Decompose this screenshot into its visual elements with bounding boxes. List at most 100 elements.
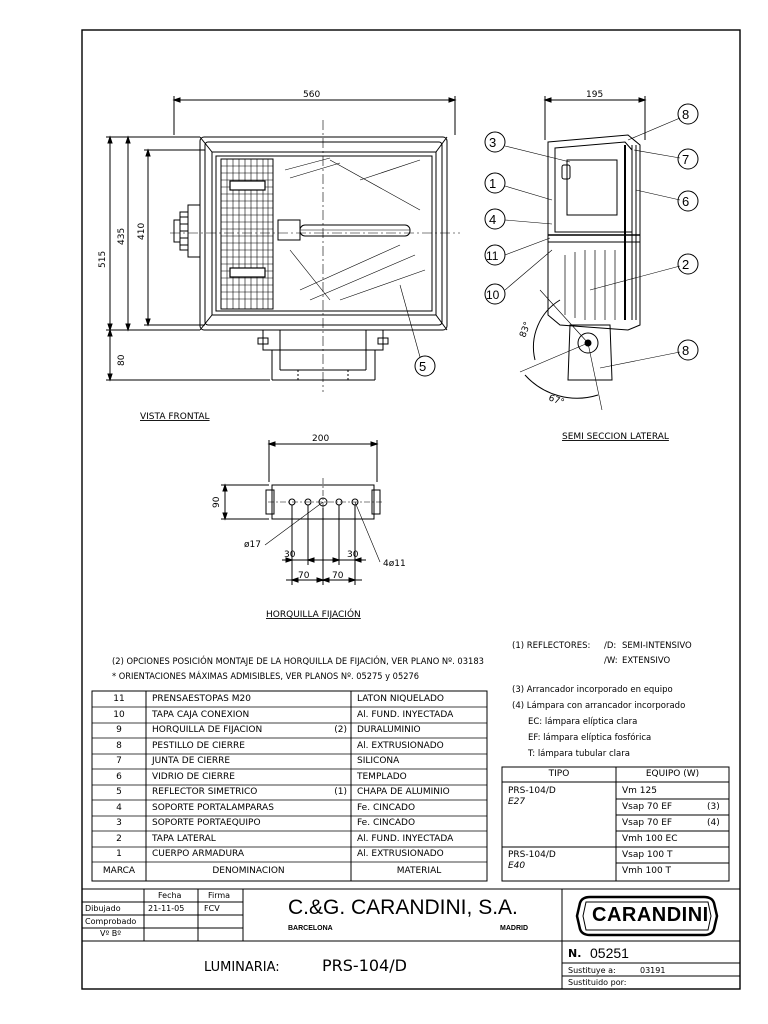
note-ec: EC: lámpara elíptica clara xyxy=(528,717,637,727)
notes: (2) OPCIONES POSICIÓN MONTAJE DE LA HORQ… xyxy=(112,641,692,759)
dim-67deg: 67° xyxy=(547,393,565,408)
reflector-d-code: /D: xyxy=(604,641,616,651)
cell-material: SILICONA xyxy=(357,756,400,766)
callout-8-bottom: 8 xyxy=(682,343,689,358)
note-2: (2) OPCIONES POSICIÓN MONTAJE DE LA HORQ… xyxy=(112,655,484,667)
view-title-side: SEMI SECCION LATERAL xyxy=(562,432,669,442)
note-3: (3) Arrancador incorporado en equipo xyxy=(512,685,673,695)
cell-denominacion: REFLECTOR SIMETRICO xyxy=(152,787,258,797)
cell-denominacion: JUNTA DE CIERRE xyxy=(152,756,231,766)
cell-marca: 6 xyxy=(116,772,122,782)
dim-4phi11: 4ø11 xyxy=(383,559,406,569)
reflector-d: SEMI-INTENSIVO xyxy=(622,641,692,651)
cell-marca: 10 xyxy=(113,710,125,720)
cell-material: LATON NIQUELADO xyxy=(357,694,444,704)
table-row: 5 REFLECTOR SIMETRICO (1) CHAPA DE ALUMINIO xyxy=(92,785,487,800)
tipo-table xyxy=(501,766,730,882)
header-material: MATERIAL xyxy=(396,866,442,876)
table-row: 4 SOPORTE PORTALAMPARAS Fe. CINCADO xyxy=(92,800,487,816)
cell-denominacion: PRENSAESTOPAS M20 xyxy=(152,694,251,704)
callout-5: 5 xyxy=(419,359,426,374)
cell-material: Fe. CINCADO xyxy=(357,803,416,813)
dim-200: 200 xyxy=(312,434,329,444)
tipo-name: PRS-104/D xyxy=(508,786,556,796)
table-row: 11 PRENSAESTOPAS M20 LATON NIQUELADO xyxy=(92,691,487,707)
cell-material: Al. FUND. INYECTADA xyxy=(357,710,454,720)
cell-marca: 11 xyxy=(113,694,125,704)
front-view: 560 515 435 410 80 xyxy=(98,90,460,422)
cell-material: Al. FUND. INYECTADA xyxy=(357,834,454,844)
cell-denominacion: CUERPO ARMADURA xyxy=(152,849,245,859)
equipo-value: Vm 125 xyxy=(622,786,657,796)
side-view: 195 83° 67° xyxy=(484,90,699,442)
dim-515: 515 xyxy=(98,251,108,268)
dim-phi17: ø17 xyxy=(244,540,261,550)
cell-material: DURALUMINIO xyxy=(357,725,421,735)
view-title-fork: HORQUILLA FIJACIÓN xyxy=(266,608,361,620)
fork-view: 200 90 ø17 4ø11 30 30 70 70 HORQUILLA FI… xyxy=(212,434,406,620)
cell-material: Al. EXTRUSIONADO xyxy=(357,741,444,751)
cell-nota: (2) xyxy=(334,725,347,735)
tipo-header: TIPO xyxy=(548,769,570,779)
cell-marca: 9 xyxy=(116,725,122,735)
callout-10: 10 xyxy=(486,288,500,302)
dim-410: 410 xyxy=(137,223,147,240)
cell-denominacion: HORQUILLA DE FIJACION xyxy=(152,725,263,735)
reflector-w-code: /W: xyxy=(604,656,618,666)
cell-marca: 4 xyxy=(116,803,122,813)
note-star: * ORIENTACIONES MÁXIMAS ADMISIBLES, VER … xyxy=(112,670,419,682)
cell-material: TEMPLADO xyxy=(357,772,407,782)
cell-denominacion: SOPORTE PORTAEQUIPO xyxy=(152,818,261,828)
title-block xyxy=(82,888,740,989)
dim-80: 80 xyxy=(117,354,127,366)
cell-material: CHAPA DE ALUMINIO xyxy=(357,787,450,797)
equipo-note: (3) xyxy=(707,802,720,812)
parts-table xyxy=(91,690,488,882)
header-marca: MARCA xyxy=(102,866,136,876)
tipo-socket: E40 xyxy=(508,861,526,871)
note-4: (4) Lámpara con arrancador incorporado xyxy=(512,701,685,711)
table-row: 1 CUERPO ARMADURA Al. EXTRUSIONADO xyxy=(92,847,487,862)
reflector-w: EXTENSIVO xyxy=(622,656,671,666)
dim-30-right: 30 xyxy=(347,550,359,560)
cell-marca: 5 xyxy=(116,787,122,797)
callout-11: 11 xyxy=(486,249,499,263)
callout-1: 1 xyxy=(489,176,496,191)
tipo-socket: E27 xyxy=(508,797,526,807)
cell-nota: (1) xyxy=(334,787,347,797)
parts-table-text: 11 PRENSAESTOPAS M20 LATON NIQUELADO 10 TAPA… xyxy=(92,691,487,881)
callout-7: 7 xyxy=(682,152,689,167)
cell-denominacion: VIDRIO DE CIERRE xyxy=(152,772,235,782)
cell-marca: 1 xyxy=(116,849,122,859)
dim-560: 560 xyxy=(303,90,320,100)
callout-3: 3 xyxy=(489,135,496,150)
callout-8-top: 8 xyxy=(682,107,689,122)
equipo-value: Vsap 70 EF xyxy=(622,802,673,812)
dim-30-left: 30 xyxy=(284,550,296,560)
equipo-value: Vmh 100 EC xyxy=(622,834,678,844)
table-row: 6 VIDRIO DE CIERRE TEMPLADO xyxy=(92,769,487,785)
note-ef: EF: lámpara elíptica fosfórica xyxy=(528,732,651,743)
sheet-border xyxy=(81,29,741,990)
callout-4: 4 xyxy=(489,212,496,227)
note-t: T: lámpara tubular clara xyxy=(527,749,630,759)
dim-70-right: 70 xyxy=(332,571,344,581)
reflectores-label: (1) REFLECTORES: xyxy=(512,641,590,651)
cell-marca: 7 xyxy=(116,756,122,766)
cell-denominacion: SOPORTE PORTALAMPARAS xyxy=(152,803,274,813)
equipo-value: Vsap 70 EF xyxy=(622,818,673,828)
view-title-front: VISTA FRONTAL xyxy=(140,412,210,422)
callout-6: 6 xyxy=(682,194,689,209)
cell-marca: 3 xyxy=(116,818,122,828)
cell-denominacion: TAPA CAJA CONEXION xyxy=(152,710,250,720)
cell-material: Al. EXTRUSIONADO xyxy=(357,849,444,859)
table-row: 9 HORQUILLA DE FIJACION (2) DURALUMINIO xyxy=(92,723,487,738)
dim-90: 90 xyxy=(212,496,222,508)
equipo-value: Vmh 100 T xyxy=(622,866,672,876)
dim-195: 195 xyxy=(586,90,603,100)
callout-2: 2 xyxy=(682,257,689,272)
